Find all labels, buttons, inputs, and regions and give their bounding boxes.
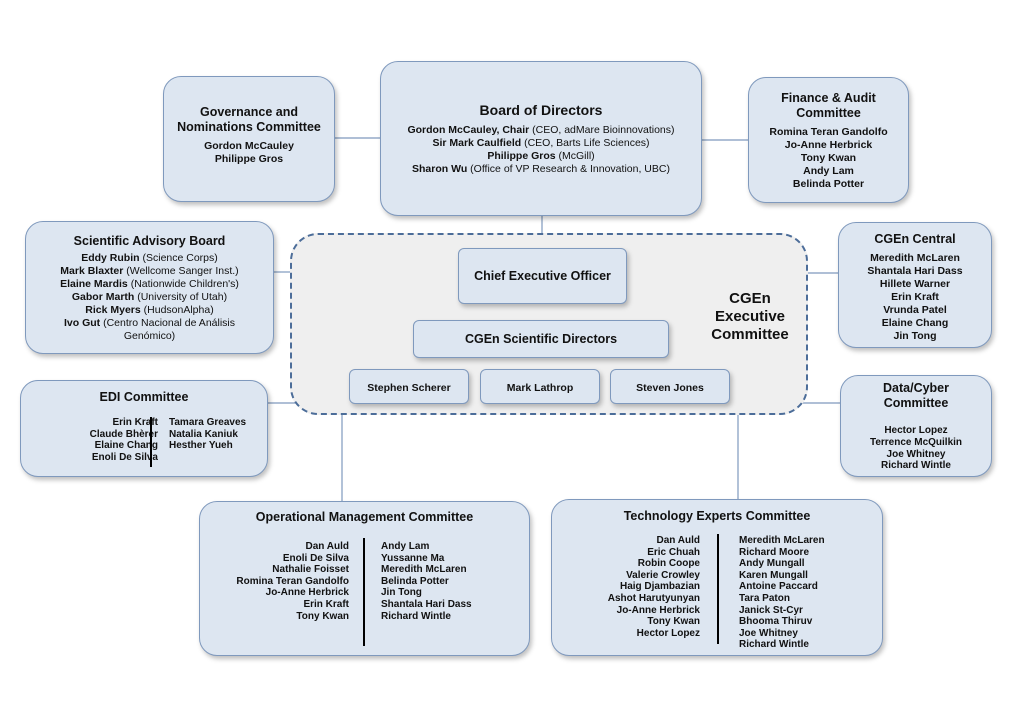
opman-title: Operational Management Committee (255, 510, 474, 524)
sab-title: Scientific Advisory Board (73, 234, 226, 248)
director-name: Steven Jones (636, 382, 704, 394)
finance-title: Finance & Audit Committee (781, 91, 876, 120)
sab-member: Ivo Gut (Centro Nacional de Análisis (64, 317, 235, 329)
ceo-label: Chief Executive Officer (474, 269, 611, 283)
central-title: CGEn Central (874, 232, 956, 246)
sab-member-continued: Genómico) (123, 330, 176, 342)
board-member: Sir Mark Caulfield (CEO, Barts Life Scie… (432, 137, 650, 149)
cgen-central-box: CGEn Central Meredith McLaren Shantala H… (838, 222, 992, 348)
datacyber-title: Data/Cyber Committee (883, 381, 949, 410)
ceo-box: Chief Executive Officer (458, 248, 627, 304)
board-member: Philippe Gros (McGill) (487, 150, 595, 162)
tech-members-left: Dan Auld Eric Chuah Robin Coope Valerie … (607, 535, 700, 639)
scientific-advisory-board-box: Scientific Advisory Board Eddy Rubin (Sc… (25, 221, 274, 354)
sab-member: Mark Blaxter (Wellcome Sanger Inst.) (60, 265, 239, 277)
scientific-directors-box: CGEn Scientific Directors (413, 320, 669, 358)
edi-members-right: Tamara Greaves Natalia Kaniuk Hesther Yu… (169, 417, 247, 452)
finance-members: Romina Teran Gandolfo Jo-Anne Herbrick T… (769, 126, 888, 190)
sab-members: Eddy Rubin (Science Corps) Mark Blaxter … (26, 252, 273, 343)
edi-column-divider (150, 417, 152, 467)
sab-member: Elaine Mardis (Nationwide Children's) (60, 278, 239, 290)
tech-column-divider (717, 534, 719, 644)
director-box: Stephen Scherer (349, 369, 469, 404)
executive-committee-label: CGEn Executive Committee (711, 290, 789, 343)
sab-member: Eddy Rubin (Science Corps) (81, 252, 218, 264)
governance-title: Governance and Nominations Committee (177, 105, 321, 134)
data-cyber-committee-box: Data/Cyber Committee Hector Lopez Terren… (840, 375, 992, 477)
opman-members-right: Andy Lam Yussanne Ma Meredith McLaren Be… (381, 541, 472, 622)
scientific-directors-label: CGEn Scientific Directors (464, 332, 618, 346)
tech-title: Technology Experts Committee (623, 509, 811, 523)
edi-title: EDI Committee (99, 390, 189, 404)
board-members: Gordon McCauley, Chair (CEO, adMare Bioi… (381, 124, 701, 176)
edi-members-left: Erin Kraft Claude Bhèrer Elaine Chang En… (89, 417, 158, 463)
governance-members: Gordon McCauley Philippe Gros (204, 140, 294, 165)
board-member: Gordon McCauley, Chair (CEO, adMare Bioi… (407, 124, 675, 136)
edi-committee-box: EDI Committee Erin Kraft Claude Bhèrer E… (20, 380, 268, 477)
director-name: Mark Lathrop (506, 382, 574, 394)
opman-column-divider (363, 538, 365, 646)
governance-committee-box: Governance and Nominations Committee Gor… (163, 76, 335, 202)
central-members: Meredith McLaren Shantala Hari Dass Hill… (867, 252, 963, 342)
sab-member: Gabor Marth (University of Utah) (71, 291, 228, 303)
operational-management-committee-box: Operational Management Committee Dan Aul… (199, 501, 530, 656)
director-box: Steven Jones (610, 369, 730, 404)
datacyber-members: Hector Lopez Terrence McQuilkin Joe Whit… (869, 425, 963, 472)
board-of-directors-box: Board of Directors Gordon McCauley, Chai… (380, 61, 702, 216)
director-box: Mark Lathrop (480, 369, 600, 404)
board-title: Board of Directors (479, 102, 603, 118)
technology-experts-committee-box: Technology Experts Committee Dan Auld Er… (551, 499, 883, 656)
sab-member: Rick Myers (HudsonAlpha) (85, 304, 214, 316)
opman-members-left: Dan Auld Enoli De Silva Nathalie Foisset… (236, 541, 349, 622)
director-name: Stephen Scherer (367, 382, 451, 394)
finance-audit-committee-box: Finance & Audit Committee Romina Teran G… (748, 77, 909, 203)
board-member: Sharon Wu (Office of VP Research & Innov… (412, 163, 670, 175)
tech-members-right: Meredith McLaren Richard Moore Andy Mung… (739, 535, 825, 651)
